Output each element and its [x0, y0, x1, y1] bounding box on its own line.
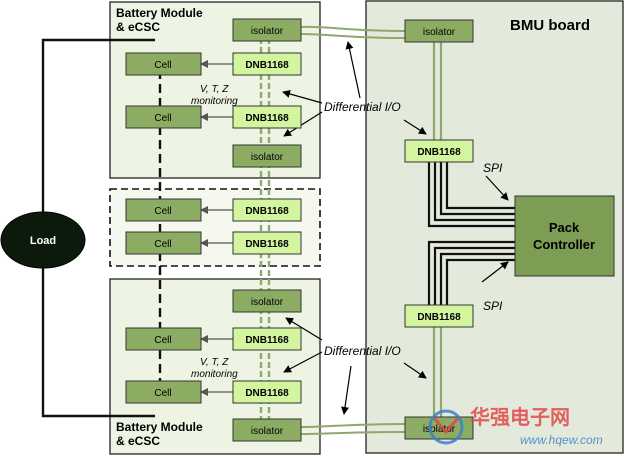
bottom-monitor-line1: V, T, Z: [200, 357, 229, 368]
bmu-isolator-top-label: isolator: [423, 27, 456, 38]
top-dnb-2-box: [232, 105, 302, 129]
middle-cell-2-box: [125, 231, 202, 255]
top-isolator-top-box: [232, 18, 302, 42]
top-isolator-bottom-box: [232, 144, 302, 168]
bottom-isolator-top-box: [232, 289, 302, 313]
bottom-cell-1-box: [125, 327, 202, 351]
bmu-dnb-top-box: [404, 139, 474, 163]
middle-dnb-2-box: [232, 231, 302, 255]
bottom-dnb-2-box: [232, 380, 302, 404]
bottom-dnb-1-label: DNB1168: [245, 335, 289, 346]
top-monitor-line2: monitoring: [191, 96, 238, 107]
top-dnb-1-box: [232, 52, 302, 76]
top-module-title-line2: & eCSC: [116, 20, 160, 34]
top-dnb-1-label: DNB1168: [245, 60, 289, 71]
middle-dnb-1-box: [232, 198, 302, 222]
isolator-link-cables: [300, 25, 406, 435]
bmu-vertical-links: [432, 42, 443, 418]
load-circuit-wires: [41, 38, 162, 418]
top-cell-2-box: [125, 105, 202, 129]
bmu-dnb-top-label: DNB1168: [417, 147, 461, 158]
bottom-module-title-line2: & eCSC: [116, 434, 160, 448]
spi-bottom-label: SPI: [483, 299, 503, 313]
bottom-dnb-1-box: [232, 327, 302, 351]
spi-bus-lines: [427, 160, 517, 305]
top-cell-1-box: [125, 52, 202, 76]
top-monitor-line1: V, T, Z: [200, 84, 229, 95]
cell-monitor-arrows: [200, 60, 233, 396]
bottom-dnb-2-label: DNB1168: [245, 388, 289, 399]
differential-io-top-label: Differential I/O: [324, 100, 401, 114]
bmu-dnb-bottom-box: [404, 304, 474, 328]
bmu-board-title: BMU board: [510, 17, 590, 34]
bottom-monitor-line2: monitoring: [191, 369, 238, 380]
top-cell-1-label: Cell: [154, 60, 171, 71]
bottom-isolator-top-label: isolator: [251, 297, 284, 308]
bottom-module-title-line1: Battery Module: [116, 420, 203, 434]
top-cell-2-label: Cell: [154, 113, 171, 124]
middle-cell-2-label: Cell: [154, 239, 171, 250]
watermark-cn: 华强电子网: [470, 405, 570, 429]
bottom-cell-2-box: [125, 380, 202, 404]
bottom-isolator-bottom-box: [232, 418, 302, 442]
differential-io-bottom-label: Differential I/O: [324, 344, 401, 358]
middle-cell-1-label: Cell: [154, 206, 171, 217]
pack-controller-box: [514, 195, 615, 277]
watermark-logo-icon: [428, 409, 464, 445]
middle-cell-1-box: [125, 198, 202, 222]
bottom-cell-1-label: Cell: [154, 335, 171, 346]
middle-dnb-2-label: DNB1168: [245, 239, 289, 250]
bmu-isolator-bottom-label: isolator: [423, 424, 456, 435]
top-module-title-line1: Battery Module: [116, 6, 203, 20]
bmu-isolator-top-box: [404, 19, 474, 43]
top-dnb-2-label: DNB1168: [245, 113, 289, 124]
bmu-dnb-bottom-label: DNB1168: [417, 312, 461, 323]
middle-dnb-1-label: DNB1168: [245, 206, 289, 217]
pack-controller-line2: Controller: [533, 237, 595, 252]
load-label: Load: [30, 235, 56, 247]
watermark-url: www.hqew.com: [520, 433, 603, 447]
pack-controller-line1: Pack: [549, 220, 580, 235]
annotation-arrows: [282, 41, 509, 415]
top-isolator-bottom-label: isolator: [251, 152, 284, 163]
load-ellipse: [0, 211, 86, 269]
top-isolator-top-label: isolator: [251, 26, 284, 37]
bottom-cell-2-label: Cell: [154, 388, 171, 399]
spi-top-label: SPI: [483, 161, 503, 175]
bottom-isolator-bottom-label: isolator: [251, 426, 284, 437]
